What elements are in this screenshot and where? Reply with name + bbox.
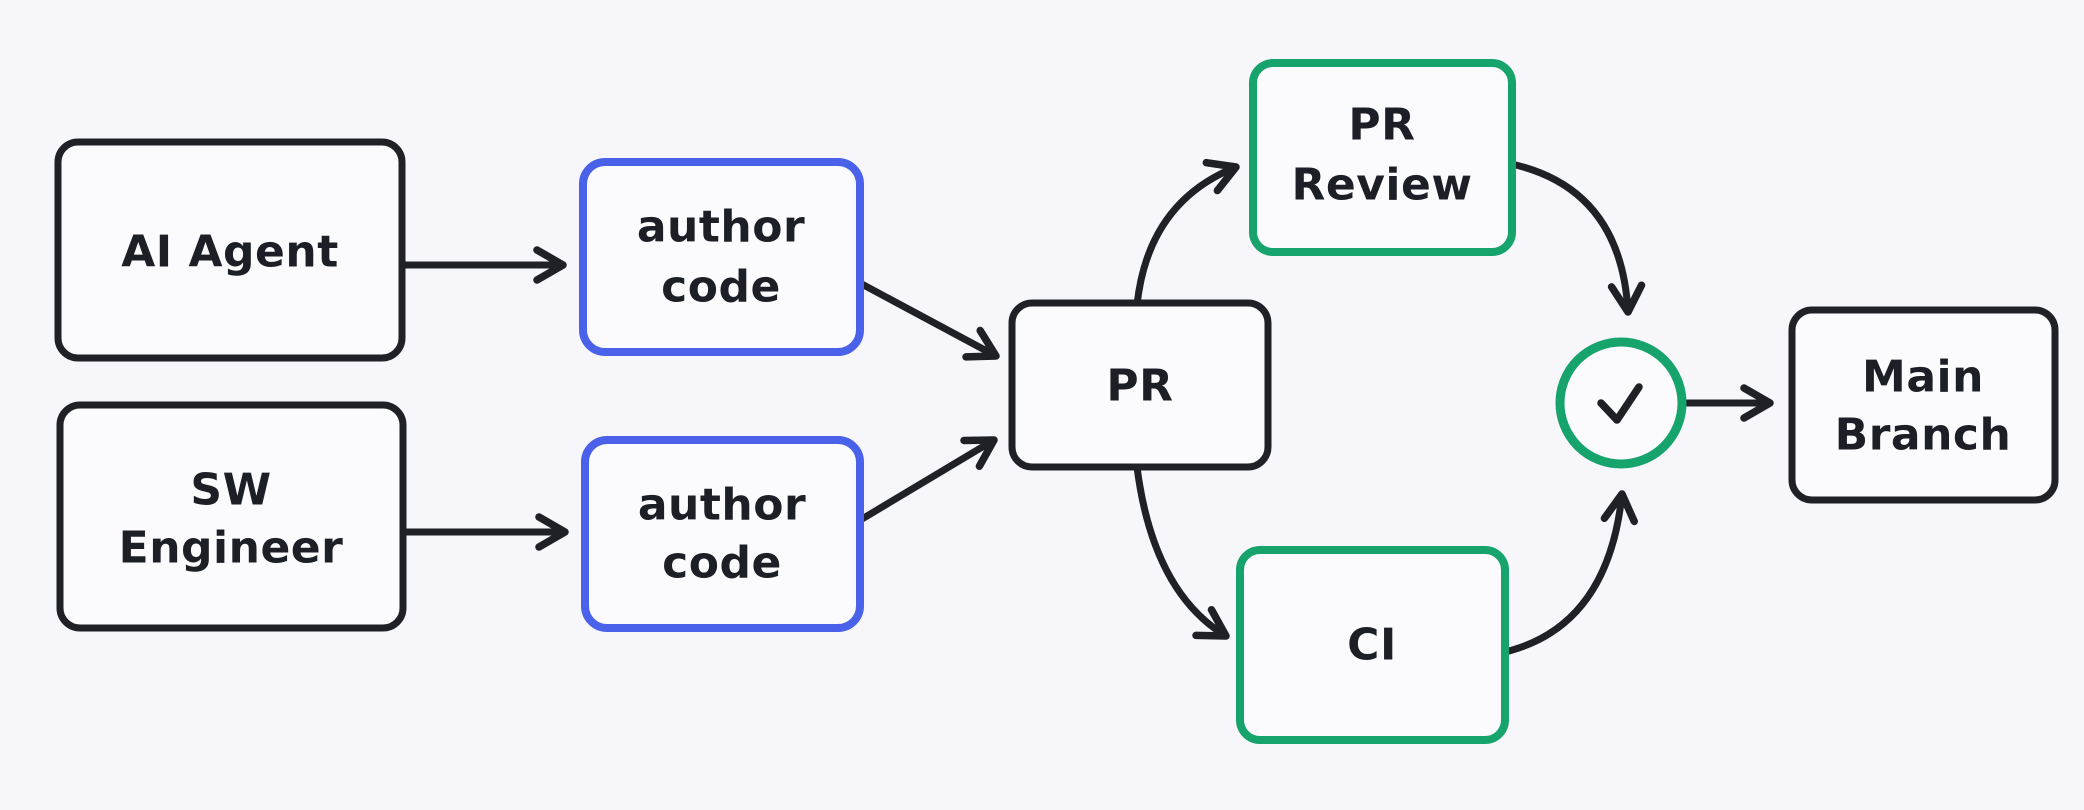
arrow-author-code-bottom-to-pr [853,436,998,526]
node-pr: PR [1008,299,1272,471]
node-author-code-top: author code [579,158,864,356]
pr-label: PR [1106,361,1173,412]
ai-agent-label: AI Agent [121,227,339,278]
arrow-pr-to-ci [1133,463,1230,640]
author-code-bottom-box [581,436,864,632]
sw-engineer-label-line1: SW [190,465,271,516]
ci-box [1236,546,1509,744]
node-main-branch: Main Branch [1788,306,2059,504]
author-code-bottom-label-line1: author [638,480,806,531]
node-ci: CI [1236,546,1509,744]
author-code-top-box [579,158,864,356]
node-author-code-bottom: author code [581,436,864,632]
check-icon [1597,383,1643,424]
main-branch-label-line1: Main [1862,352,1984,403]
arrow-ci-to-check [1497,490,1638,657]
author-code-bottom-label-line2: code [662,538,782,589]
pr-review-label-line1: PR [1348,100,1415,151]
node-approval-check [1555,337,1687,469]
sw-engineer-label-line2: Engineer [119,523,344,574]
author-code-top-label-line2: code [661,262,781,313]
arrow-pr-to-pr-review [1133,158,1240,309]
main-branch-box [1788,306,2059,504]
edges [398,158,1774,657]
ci-label: CI [1347,620,1397,671]
pr-review-box [1249,59,1516,256]
approval-check-circle [1555,337,1687,469]
pr-review-label-line2: Review [1292,160,1473,211]
author-code-top-label-line1: author [637,202,805,253]
ai-agent-box [54,138,406,362]
main-branch-label-line2: Branch [1835,410,2012,461]
node-ai-agent: AI Agent [54,138,406,362]
sw-engineer-box [56,401,407,632]
node-sw-engineer: SW Engineer [56,401,407,632]
node-pr-review: PR Review [1249,59,1516,256]
pr-box [1008,299,1272,471]
arrow-author-code-top-to-pr [854,278,1000,361]
arrow-pr-review-to-check [1503,159,1646,316]
